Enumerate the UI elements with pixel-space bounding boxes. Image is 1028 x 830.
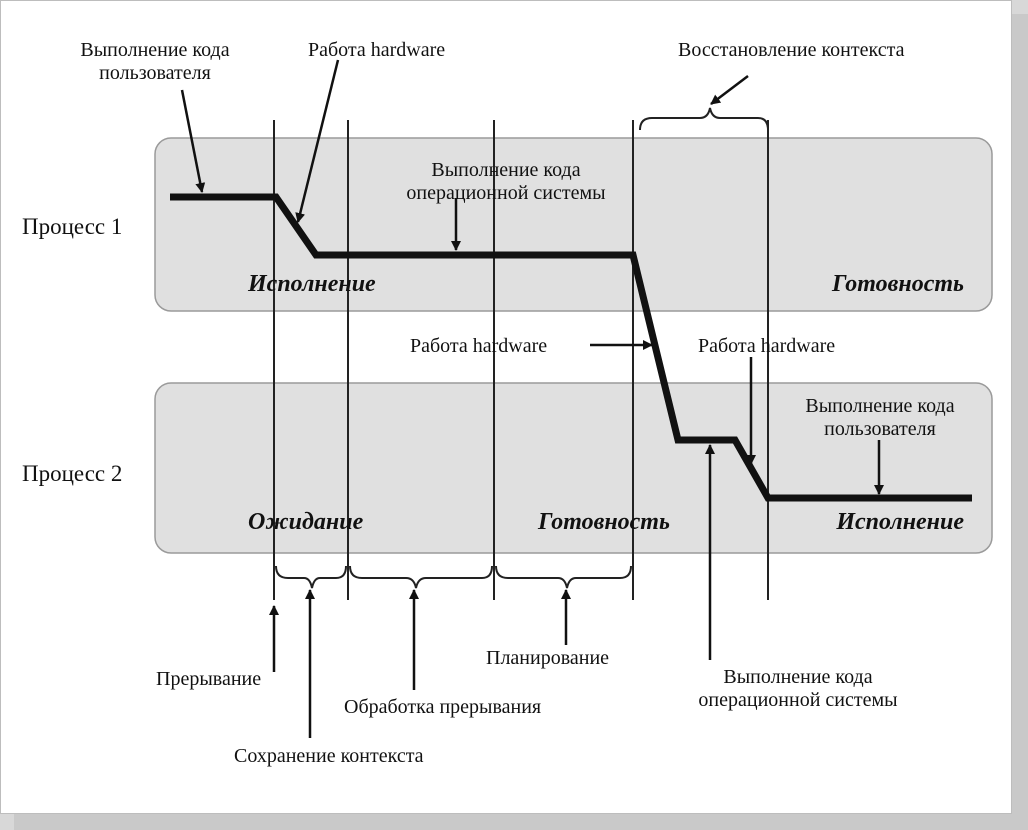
brace-context-save [275, 565, 347, 589]
p1-state-execution: Исполнение [247, 271, 376, 297]
arrow-user-code-1 [180, 89, 206, 193]
arrow-hardware-1 [295, 59, 340, 223]
label-hardware-1: Работа hardware [308, 39, 445, 61]
label-os-code-2-line1: Выполнение кода [723, 666, 872, 688]
process-1-label: Процесс 1 [22, 214, 122, 239]
label-context-restore: Восстановление контекста [678, 39, 905, 61]
label-os-code-2-line2: операционной системы [698, 689, 897, 711]
process-2-label: Процесс 2 [22, 461, 122, 486]
frame-shadow-right [1010, 14, 1028, 830]
p2-state-execution: Исполнение [835, 509, 964, 535]
brace-scheduling [495, 565, 632, 589]
label-user-code-2-line1: Выполнение кода [805, 395, 954, 417]
label-interrupt-handling: Обработка прерывания [344, 696, 541, 718]
label-hardware-2: Работа hardware [410, 335, 547, 357]
label-os-code-1-line2: операционной системы [406, 182, 605, 204]
label-user-code-1-line1: Выполнение кода [80, 39, 229, 61]
label-scheduling: Планирование [486, 647, 609, 669]
arrow-context-restore [710, 75, 749, 105]
p2-state-waiting: Ожидание [248, 509, 364, 535]
label-context-save: Сохранение контекста [234, 745, 424, 767]
label-hardware-3: Работа hardware [698, 335, 835, 357]
p1-state-ready: Готовность [831, 271, 964, 297]
frame-shadow-bottom [14, 812, 1028, 830]
brace-context-restore [639, 107, 769, 131]
p2-state-ready: Готовность [537, 509, 670, 535]
process-2-band [154, 382, 993, 554]
label-user-code-1-line2: пользователя [99, 62, 211, 84]
label-user-code-2-line2: пользователя [824, 418, 936, 440]
label-interrupt: Прерывание [156, 668, 261, 690]
process-1-band [154, 137, 993, 312]
label-os-code-1-line1: Выполнение кода [431, 159, 580, 181]
brace-interrupt-handling [349, 565, 493, 589]
execution-path [170, 193, 972, 502]
